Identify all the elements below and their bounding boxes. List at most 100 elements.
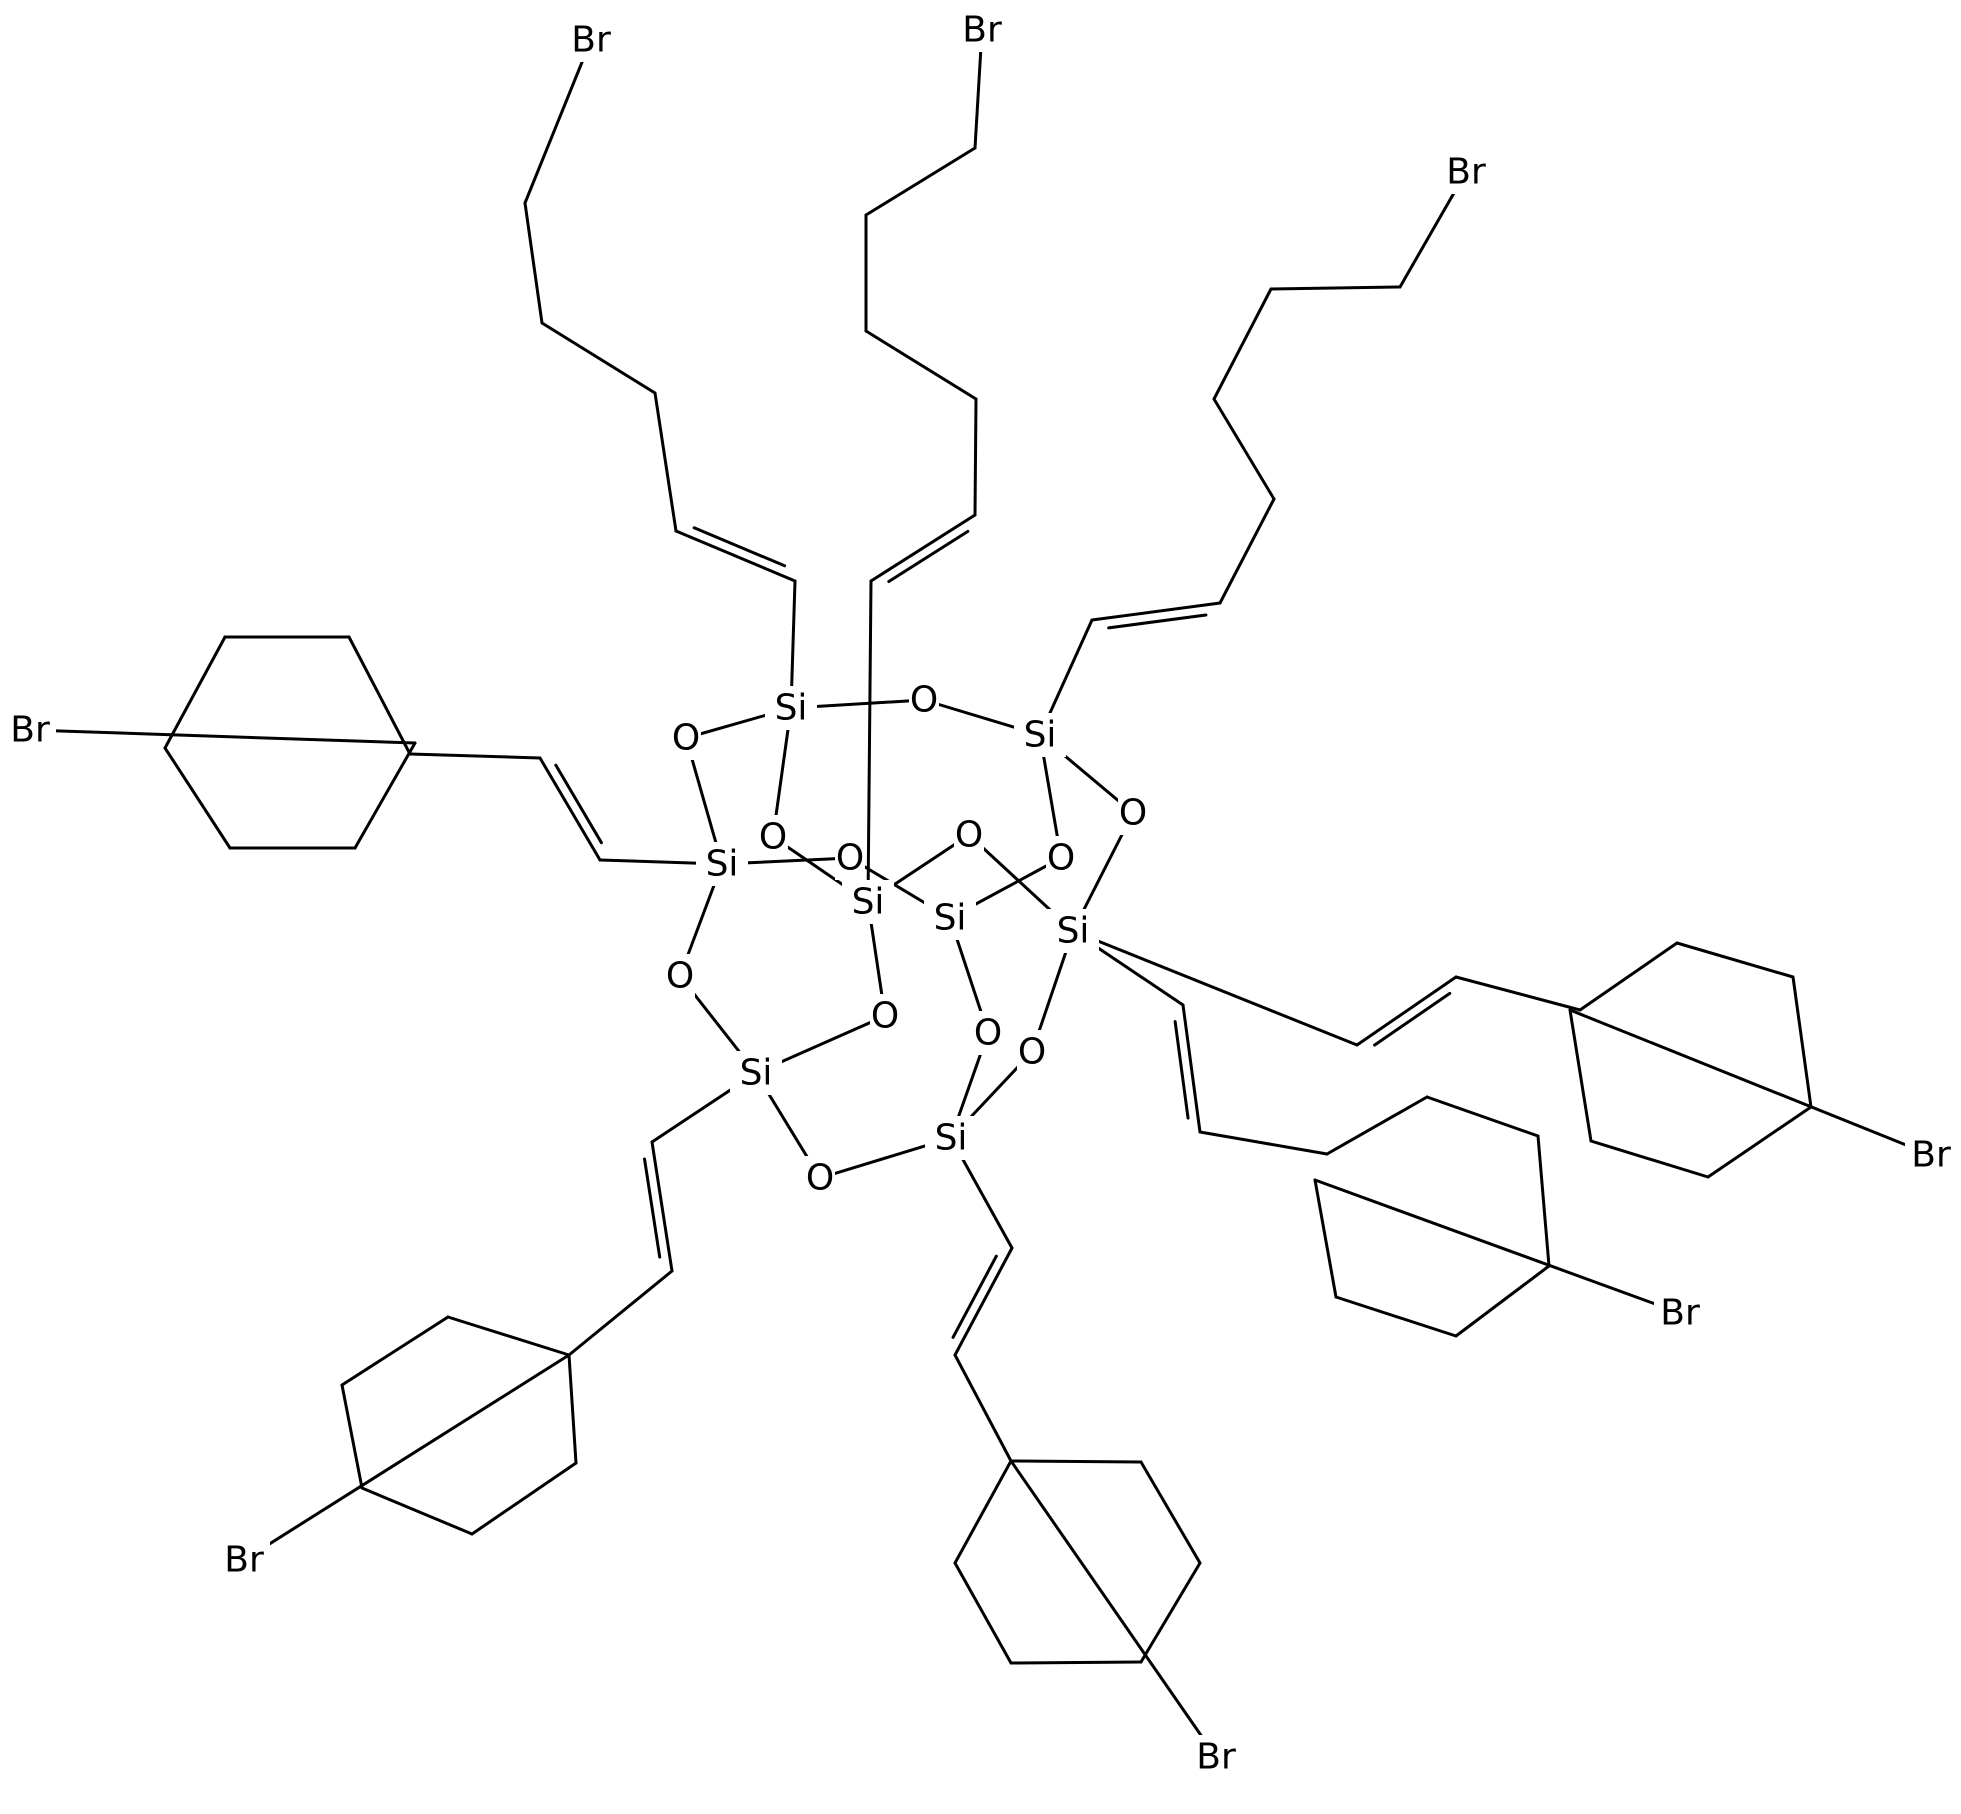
substituent-bond	[1212, 397, 1276, 501]
bromine-atom-label: Br	[1660, 1293, 1700, 1334]
atom-label-background	[696, 842, 748, 886]
atom-label-background	[1014, 713, 1066, 757]
substituent-bond	[953, 1246, 1014, 1357]
atom-label-background	[924, 896, 976, 940]
substituent-bond	[1706, 1105, 1813, 1179]
oxygen-atom-label: O	[806, 1158, 834, 1199]
substituent-bond	[470, 1461, 578, 1536]
atom-label-background	[835, 836, 865, 880]
substituent-bond	[567, 1269, 674, 1357]
atom-label-background	[4, 708, 56, 752]
double-bond-line	[1173, 1020, 1190, 1120]
substituent-bond	[1009, 1459, 1218, 1759]
bromine-atom-label: Br	[962, 10, 1002, 51]
double-bond-line	[554, 763, 603, 845]
substituent-bond	[353, 741, 417, 850]
atom-label-background	[665, 954, 695, 998]
substituent-bond	[1009, 1660, 1143, 1665]
atom-label-background	[758, 815, 788, 859]
substituent-bond	[1181, 1003, 1202, 1134]
atom-label-background	[765, 686, 817, 730]
substituent-bond	[1269, 285, 1402, 291]
substituent-bond	[1212, 287, 1273, 401]
substituent-bond	[866, 579, 873, 904]
substituent-bond	[1568, 1008, 1593, 1143]
substituent-bond	[408, 752, 542, 760]
silicon-atom-label: Si	[775, 688, 808, 729]
substituent-bond	[540, 321, 657, 395]
substituent-bond	[1578, 941, 1679, 1012]
oxygen-atom-label: O	[974, 1013, 1002, 1054]
substituent-bond	[360, 1486, 474, 1536]
atom-label-background	[805, 1156, 835, 1200]
atom-label-background	[565, 18, 617, 62]
atom-label-background	[1046, 836, 1076, 880]
substituent-bond	[1536, 1134, 1551, 1268]
atom-label-background	[1654, 1291, 1706, 1335]
substituent-bond	[953, 1459, 1013, 1565]
substituent-bond	[163, 635, 227, 750]
substituent-bond	[523, 201, 544, 325]
atom-label-background	[1440, 150, 1492, 194]
substituent-bond	[1454, 975, 1582, 1012]
substituent-bond	[340, 1315, 450, 1387]
atom-label-background	[925, 1116, 977, 1160]
bond-lines	[28, 28, 1933, 1759]
oxygen-atom-label: O	[1119, 793, 1147, 834]
substituent-bond	[1198, 1130, 1329, 1156]
double-bond-line	[643, 1157, 662, 1259]
substituent-bond	[1139, 1460, 1202, 1565]
atom-label-background	[954, 813, 984, 857]
substituent-bond	[1355, 975, 1458, 1047]
bromine-atom-label: Br	[1446, 152, 1486, 193]
substituent-bond	[1071, 929, 1359, 1047]
substituent-bond	[538, 756, 602, 862]
substituent-bond	[1425, 1095, 1540, 1138]
oxygen-atom-label: O	[1018, 1032, 1046, 1073]
substituent-bond	[864, 329, 978, 401]
double-bond-line	[1107, 613, 1208, 630]
atom-label-background	[956, 8, 1008, 52]
substituent-bond	[1675, 941, 1795, 979]
substituent-bond	[1791, 975, 1813, 1109]
substituent-bond	[1139, 1561, 1202, 1664]
substituent-bond	[1589, 1139, 1710, 1179]
oxygen-atom-label: O	[836, 838, 864, 879]
silicon-atom-label: Si	[1057, 911, 1090, 952]
substituent-bond	[567, 1353, 578, 1465]
substituent-bond	[1334, 1295, 1458, 1338]
substituent-bond	[1313, 1178, 1682, 1315]
bromine-atom-label: Br	[571, 20, 611, 61]
substituent-bond	[163, 746, 232, 850]
substituent-bond	[973, 397, 978, 517]
double-bond-line	[1373, 991, 1452, 1047]
atom-label-background	[1118, 791, 1148, 835]
silicon-atom-label: Si	[934, 898, 967, 939]
substituent-bond	[1325, 1095, 1429, 1156]
atom-label-background	[1017, 1030, 1047, 1074]
atom-label-background	[870, 994, 900, 1038]
substituent-bond	[523, 38, 593, 205]
substituent-bond	[1090, 601, 1222, 622]
double-bond-line	[951, 1254, 998, 1339]
substituent-bond	[864, 146, 977, 217]
substituent-bond	[653, 391, 678, 533]
substituent-bond	[953, 1561, 1013, 1665]
substituent-bond	[28, 728, 417, 745]
substituent-bond	[340, 1383, 364, 1490]
bromine-atom-label: Br	[1196, 1737, 1236, 1778]
atom-label-background	[973, 1011, 1003, 1055]
atom-label-background	[730, 1051, 782, 1095]
oxygen-atom-label: O	[910, 680, 938, 721]
silicon-atom-label: Si	[935, 1118, 968, 1159]
oxygen-atom-label: O	[672, 718, 700, 759]
atom-label-background	[842, 880, 894, 924]
atom-label-background	[909, 678, 939, 722]
oxygen-atom-label: O	[1047, 838, 1075, 879]
oxygen-atom-label: O	[759, 817, 787, 858]
silicon-atom-label: Si	[852, 882, 885, 923]
substituent-bond	[674, 529, 797, 583]
silicon-atom-label: Si	[706, 844, 739, 885]
atom-label-background	[1047, 909, 1099, 953]
